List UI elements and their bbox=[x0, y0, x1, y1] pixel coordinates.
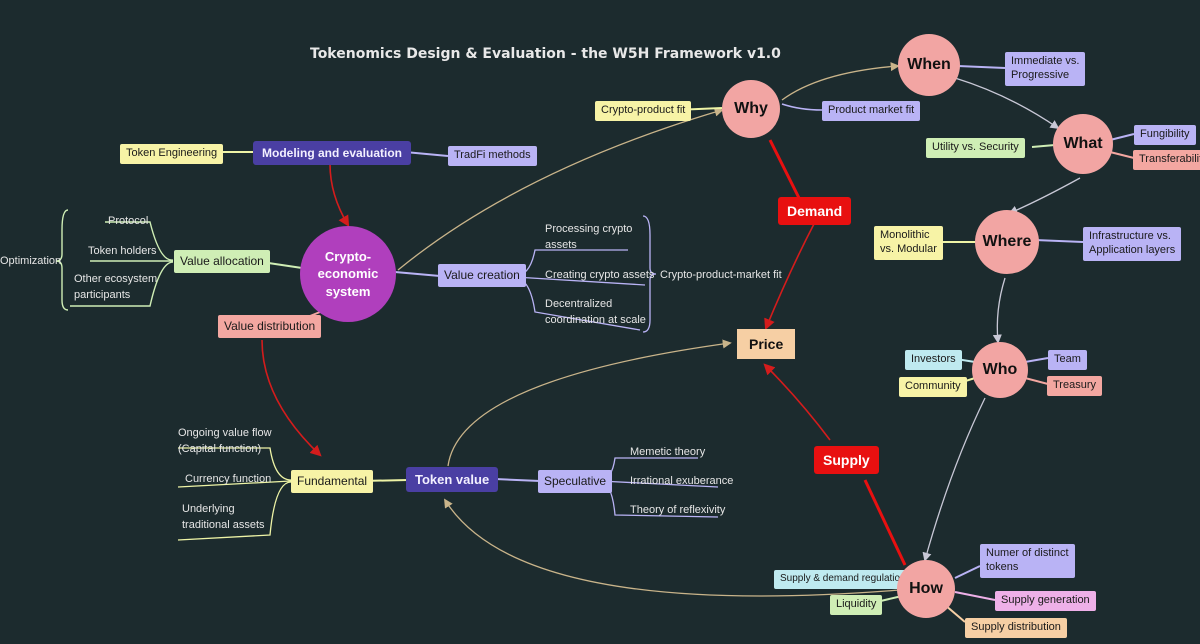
diagram-title: Tokenomics Design & Evaluation - the W5H… bbox=[310, 46, 781, 62]
node-product-market-fit: Product market fit bbox=[822, 101, 921, 121]
connector bbox=[599, 480, 719, 488]
allocation-item: Protocol bbox=[108, 215, 149, 227]
node-token-value: Token value bbox=[406, 467, 499, 492]
node-community: Community bbox=[899, 377, 967, 397]
node-price: Price bbox=[737, 329, 796, 359]
connector bbox=[992, 277, 1006, 344]
node-supply-generation: Supply generation bbox=[995, 591, 1096, 611]
node-crypto-product-fit: Crypto-product fit bbox=[595, 101, 692, 121]
node-fundamental: Fundamental bbox=[291, 470, 374, 493]
node-treasury: Treasury bbox=[1047, 376, 1102, 396]
label-optimization: Optimization bbox=[0, 255, 62, 267]
connector bbox=[447, 339, 732, 467]
connector bbox=[768, 139, 802, 201]
node-supply: Supply bbox=[814, 446, 879, 474]
creation-item: Decentralized coordination at scale bbox=[545, 298, 646, 326]
allocation-item: Other ecosystem participants bbox=[74, 273, 158, 301]
connector bbox=[70, 261, 174, 307]
fundamental-item: Underlying traditional assets bbox=[182, 503, 265, 531]
connector bbox=[1109, 133, 1135, 141]
creation-item: Creating crypto assets bbox=[545, 269, 655, 281]
node-supply-demand-regulation: Supply & demand regulation bbox=[774, 570, 912, 589]
connector bbox=[177, 480, 292, 488]
node-demand: Demand bbox=[778, 197, 852, 225]
connector bbox=[178, 447, 292, 481]
connector bbox=[781, 62, 900, 101]
node-monolithic-modular: Monolithic vs. Modular bbox=[874, 226, 943, 260]
node-value-creation: Value creation bbox=[438, 264, 526, 287]
connector bbox=[957, 65, 1006, 69]
node-what: What bbox=[1053, 114, 1113, 174]
node-crypto-economic-system: Crypto- economic system bbox=[300, 226, 396, 322]
node-immediate-progressive: Immediate vs. Progressive bbox=[1005, 52, 1086, 86]
node-why: Why bbox=[722, 80, 780, 138]
node-team: Team bbox=[1048, 350, 1087, 370]
connector bbox=[514, 276, 646, 286]
node-token-engineering: Token Engineering bbox=[120, 144, 224, 164]
connector bbox=[177, 481, 292, 541]
speculative-item: Irrational exuberance bbox=[630, 475, 734, 487]
connector bbox=[1109, 151, 1135, 159]
node-utility-security: Utility vs. Security bbox=[926, 138, 1025, 158]
bracket bbox=[642, 215, 657, 333]
node-distinct-tokens: Numer of distinct tokens bbox=[980, 544, 1075, 578]
node-tradfi-methods: TradFi methods bbox=[448, 146, 537, 166]
connector bbox=[397, 107, 724, 271]
node-value-allocation: Value allocation bbox=[174, 250, 270, 273]
connector bbox=[444, 498, 901, 597]
crypto-system-label: Crypto- economic system bbox=[317, 248, 379, 299]
arrow bbox=[764, 221, 816, 331]
node-investors: Investors bbox=[905, 350, 962, 370]
connector bbox=[1024, 377, 1049, 385]
connector bbox=[781, 103, 823, 111]
fundamental-item: Currency function bbox=[185, 473, 272, 485]
connector bbox=[404, 151, 449, 157]
connector bbox=[1024, 357, 1049, 363]
node-fungibility: Fungibility bbox=[1134, 125, 1196, 145]
connector bbox=[954, 565, 981, 579]
node-who: Who bbox=[972, 342, 1028, 398]
node-supply-distribution: Supply distribution bbox=[965, 618, 1067, 638]
node-where: Where bbox=[975, 210, 1039, 274]
node-modeling-evaluation: Modeling and evaluation bbox=[253, 141, 412, 165]
bracket bbox=[55, 209, 69, 311]
connector bbox=[1034, 239, 1084, 243]
connector bbox=[1031, 144, 1056, 148]
node-transferability: Transferability bbox=[1133, 150, 1200, 170]
connector bbox=[494, 478, 541, 482]
connector bbox=[922, 397, 986, 562]
node-speculative: Speculative bbox=[538, 470, 613, 493]
connector bbox=[944, 604, 966, 623]
node-value-distribution: Value distribution bbox=[218, 315, 322, 338]
connector bbox=[863, 479, 907, 566]
speculative-item: Memetic theory bbox=[630, 446, 706, 458]
arrow bbox=[261, 339, 322, 457]
connector bbox=[954, 77, 1060, 130]
connector bbox=[394, 271, 441, 277]
node-liquidity: Liquidity bbox=[830, 595, 883, 615]
fundamental-item: Ongoing value flow (Capital function) bbox=[178, 427, 272, 455]
connector bbox=[954, 591, 996, 601]
node-infrastructure-application: Infrastructure vs. Application layers bbox=[1083, 227, 1182, 261]
node-how: How bbox=[897, 560, 955, 618]
allocation-item: Token holders bbox=[88, 245, 157, 257]
label-crypto-product-market-fit: Crypto-product-market fit bbox=[660, 269, 782, 281]
connector bbox=[105, 221, 174, 261]
connector bbox=[1008, 177, 1081, 215]
speculative-item: Theory of reflexivity bbox=[630, 504, 726, 516]
node-when: When bbox=[898, 34, 960, 96]
creation-item: Processing crypto assets bbox=[545, 223, 633, 251]
arrow bbox=[329, 163, 350, 227]
arrow bbox=[763, 363, 831, 441]
